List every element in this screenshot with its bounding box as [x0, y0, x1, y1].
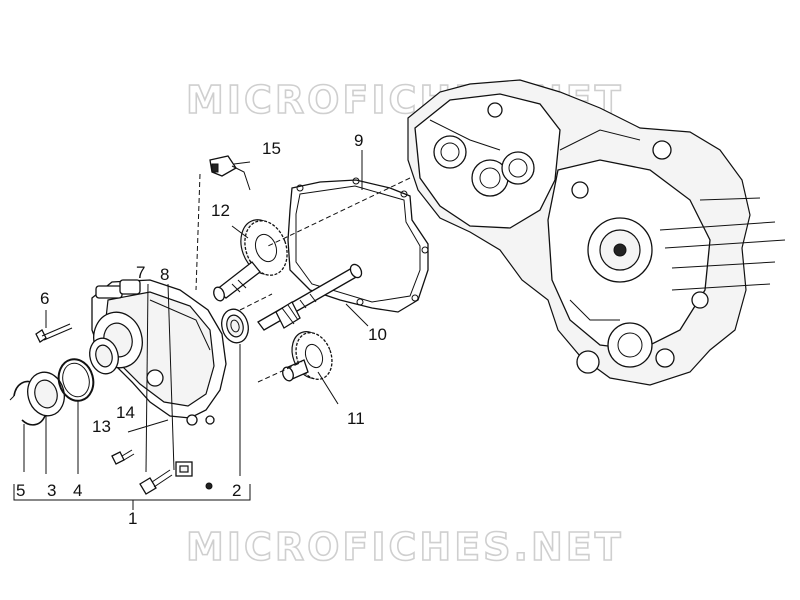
dowel-pin [205, 482, 213, 490]
ring-4 [57, 358, 95, 402]
callout-15: 15 [262, 139, 281, 158]
gear-11 [282, 331, 333, 382]
clip [175, 461, 193, 477]
callout-7: 7 [136, 263, 145, 282]
cover-gasket [287, 179, 429, 313]
gear-12 [213, 219, 288, 302]
bushing [89, 337, 119, 375]
seal-3 [27, 371, 65, 417]
callout-11: 11 [347, 409, 365, 428]
callout-5: 5 [16, 481, 25, 500]
callout-14: 14 [116, 403, 135, 422]
screw-13 [111, 449, 135, 465]
watermark-bottom: MICROFICHES.NET [186, 525, 624, 569]
leader-lines [13, 150, 411, 510]
callout-9: 9 [354, 131, 363, 150]
crankcase-assembly [407, 79, 786, 386]
callout-6: 6 [40, 289, 49, 308]
callout-4: 4 [73, 481, 82, 500]
shaft-10 [257, 263, 363, 331]
callout-13: 13 [92, 417, 111, 436]
callout-10: 10 [368, 325, 387, 344]
callout-1: 1 [128, 509, 137, 528]
callout-2: 2 [232, 481, 241, 500]
sensor-15 [209, 155, 251, 191]
screw-6 [35, 323, 73, 343]
screw-8 [139, 469, 173, 495]
bearing-2 [221, 308, 249, 344]
callout-8: 8 [160, 265, 169, 284]
callout-3: 3 [47, 481, 56, 500]
callout-12: 12 [211, 201, 230, 220]
